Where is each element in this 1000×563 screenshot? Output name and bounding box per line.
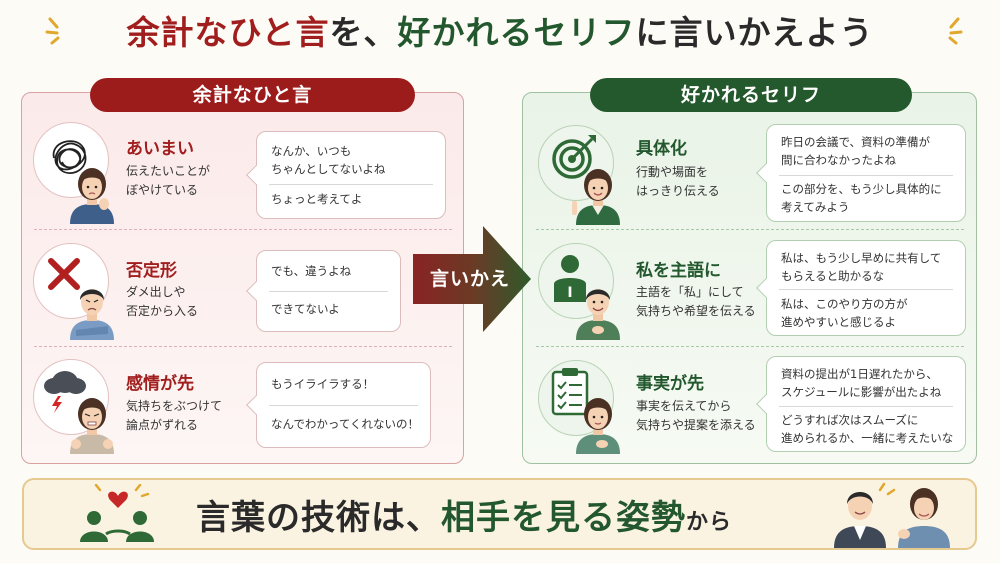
- title-part-1: 余計なひと言: [126, 13, 330, 52]
- phrase-text: もうイライラする！: [271, 377, 375, 391]
- bottom-part-1: 言葉の技術は、: [196, 498, 441, 538]
- bottom-part-3: から: [686, 510, 733, 535]
- divider: [34, 229, 452, 230]
- speech-bubble: もうイライラする！ なんでわかってくれないの！: [246, 362, 431, 448]
- bottom-part-2: 相手を見る姿勢: [441, 498, 686, 538]
- phrase-text: この部分を、もう少し具体的に 考えてみよう: [781, 182, 942, 214]
- phrase-text: できてないよ: [271, 302, 340, 316]
- row-title: 具体化: [636, 139, 687, 159]
- row-description: 行動や場面を はっきり伝える: [636, 165, 720, 198]
- bottom-banner: [22, 478, 977, 550]
- speech-bubble: なんか、いつも ちゃんとしてないよね ちょっと考えてよ: [246, 131, 446, 219]
- row-description: 伝えたいことが ぼやけている: [126, 164, 211, 197]
- calm-woman-avatar: [576, 398, 620, 454]
- phrase-text: なんか、いつも ちゃんとしてないよね: [271, 144, 386, 176]
- phrase-text: 資料の提出が1日遅れたから、 スケジュールに影響が出たよね: [781, 367, 942, 399]
- divider: [536, 346, 964, 347]
- person-i-icon: I: [554, 255, 586, 302]
- page-title: 余計なひと言を、好かれるセリフに言いかえよう: [0, 6, 1000, 54]
- storm-cloud-icon: [44, 371, 86, 413]
- row-description: 気持ちをぶつけて 論点がずれる: [126, 399, 223, 432]
- cross-mark-icon: [48, 258, 80, 290]
- phrase-text: どうすれば次はスムーズに 進められるか、一緒に考えたいな: [781, 413, 954, 445]
- bad-phrases-label: 余計なひと言: [90, 78, 415, 112]
- row-title: 感情が先: [126, 374, 194, 394]
- bottom-message: 言葉の技術は、相手を見る姿勢から: [196, 490, 816, 539]
- angry-woman-avatar: [70, 398, 114, 454]
- checklist-icon: [551, 368, 589, 416]
- pointing-woman-avatar: [572, 169, 620, 225]
- frowning-man-avatar: [70, 289, 114, 340]
- people-heart-icon: [80, 484, 154, 542]
- svg-text:I: I: [567, 285, 572, 301]
- sparkle-left-icon: [45, 17, 60, 45]
- title-part-4: に言いかえよう: [635, 13, 874, 52]
- transform-arrow-icon: [413, 226, 531, 332]
- phrase-text: ちょっと考えてよ: [271, 192, 363, 206]
- phrase-text: 私は、このやり方の方が 進めやすいと感じるよ: [781, 297, 908, 329]
- worried-woman-avatar: [70, 168, 114, 224]
- phrase-text: でも、違うよね: [271, 264, 352, 278]
- row-description: ダメ出しや 否定から入る: [126, 285, 199, 318]
- title-part-2: を、: [329, 13, 398, 52]
- phrase-text: 昨日の会議で、資料の準備が 間に合わなかったよね: [781, 135, 931, 167]
- speech-bubble: 私は、もう少し早めに共有して もらえると助かるな 私は、このやり方の方が 進めや…: [756, 240, 966, 336]
- sparkle-right-icon: [948, 17, 963, 45]
- speech-bubble: 昨日の会議で、資料の準備が 間に合わなかったよね この部分を、もう少し具体的に …: [756, 124, 966, 222]
- row-description: 主語を「私」にして 気持ちや希望を伝える: [636, 285, 756, 318]
- divider: [536, 229, 964, 230]
- row-title: あいまい: [126, 139, 194, 159]
- tangled-scribble-icon: [52, 140, 87, 174]
- row-description: 事実を伝えてから 気持ちや提案を添える: [636, 399, 756, 432]
- smiling-man-avatar: [576, 289, 620, 340]
- conversing-couple-avatar: [834, 482, 950, 548]
- phrase-text: なんでわかってくれないの！: [271, 417, 420, 431]
- phrase-text: 私は、もう少し早めに共有して もらえると助かるな: [781, 251, 942, 283]
- title-part-3: 好かれるセリフ: [397, 13, 636, 52]
- divider: [34, 346, 452, 347]
- good-phrases-label: 好かれるセリフ: [590, 78, 912, 112]
- row-title: 私を主語に: [636, 261, 721, 281]
- row-title: 事実が先: [636, 374, 704, 394]
- row-title: 否定形: [126, 261, 177, 281]
- arrow-label: 言いかえ: [429, 268, 510, 290]
- speech-bubble: 資料の提出が1日遅れたから、 スケジュールに影響が出たよね どうすれば次はスムー…: [756, 356, 966, 452]
- speech-bubble: でも、違うよね できてないよ: [246, 250, 401, 332]
- target-icon: [552, 135, 596, 179]
